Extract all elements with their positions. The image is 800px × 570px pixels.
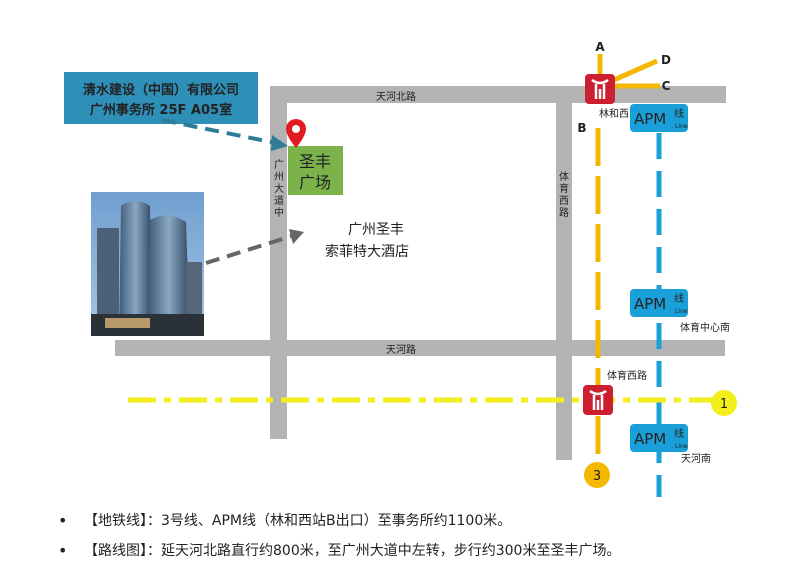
office-name: 清水建设（中国）有限公司: [83, 82, 239, 98]
svg-text:1: 1: [720, 397, 728, 412]
roads: [115, 86, 726, 460]
location-map: 清水建设（中国）有限公司 广州事务所 25F A05室 圣丰 广场: [64, 40, 737, 497]
exit-label-c: C: [662, 79, 671, 93]
station-label-tiyu-west-rd: 体育西路: [607, 369, 647, 382]
note-route: • 【路线图】：延天河北路直行约800米，至广州大道中左转，步行约300米至圣丰…: [58, 536, 788, 566]
road-tiyu-west: [556, 86, 572, 460]
station-label-tiyu-center-south: 体育中心南: [680, 321, 730, 334]
road-label-tianhe: 天河路: [386, 343, 416, 356]
road-label-tiyu-west: 体 育 西 路: [559, 171, 569, 219]
note-metro: • 【地铁线】：3号线、APM线（林和西站B出口）至事务所约1100米。: [58, 506, 788, 536]
svg-text:中: 中: [274, 206, 284, 219]
svg-text:Line: Line: [675, 308, 688, 315]
apm-badge-linhexi: APM 线 Line: [630, 104, 688, 132]
plaza-label-line1: 圣丰: [299, 152, 331, 171]
road-label-guangzhou-avenue: 广 州 大 道 中: [274, 159, 284, 219]
bullet: •: [58, 541, 68, 560]
svg-text:大: 大: [274, 182, 284, 195]
office-info-box: 清水建设（中国）有限公司 广州事务所 25F A05室: [64, 72, 258, 124]
plaza-label-line2: 广场: [299, 173, 331, 192]
exit-label-b: B: [577, 121, 586, 135]
svg-text:线: 线: [674, 107, 684, 120]
apm-badge-tiyu-center-south: APM 线 Line: [630, 289, 688, 317]
hotel-photo: [91, 192, 204, 336]
road-guangzhou-avenue: [270, 86, 287, 439]
exit-label-d: D: [661, 53, 671, 67]
svg-text:APM: APM: [634, 430, 666, 448]
svg-text:体: 体: [559, 171, 569, 183]
svg-text:道: 道: [274, 194, 284, 207]
svg-text:西: 西: [559, 196, 569, 207]
hotel-name-line2: 索菲特大酒店: [325, 243, 409, 260]
road-tianhe-north: [270, 86, 726, 103]
office-pointer-arrow: [161, 118, 288, 151]
road-tianhe: [115, 340, 725, 356]
station-label-linhexi: 林和西: [599, 107, 629, 120]
station-label-tianhe-south: 天河南: [681, 452, 711, 465]
svg-text:APM: APM: [634, 110, 666, 128]
line-1-badge: 1: [711, 390, 737, 416]
apm-badge-tianhe-south: APM 线 Line: [630, 424, 688, 452]
hotel-pointer-arrow: [205, 229, 304, 265]
directions-notes: • 【地铁线】：3号线、APM线（林和西站B出口）至事务所约1100米。 • 【…: [58, 506, 788, 566]
road-label-tianhe-north: 天河北路: [376, 90, 416, 103]
exit-label-a: A: [595, 40, 605, 54]
location-pin-icon: [286, 119, 306, 148]
metro-logo-tiyu-west-icon: [583, 385, 613, 415]
svg-text:育: 育: [559, 182, 569, 195]
svg-text:线: 线: [674, 427, 684, 440]
office-suite: 广州事务所 25F A05室: [90, 102, 232, 118]
shengfeng-plaza: 圣丰 广场: [288, 146, 343, 195]
hotel-name-line1: 广州圣丰: [348, 222, 404, 238]
note-route-text: 【路线图】：延天河北路直行约800米，至广州大道中左转，步行约300米至圣丰广场…: [84, 543, 621, 559]
svg-text:3: 3: [593, 469, 601, 484]
svg-text:路: 路: [559, 206, 569, 219]
svg-text:州: 州: [274, 171, 284, 183]
svg-text:APM: APM: [634, 295, 666, 313]
svg-text:Line: Line: [675, 443, 688, 450]
svg-text:线: 线: [674, 292, 684, 305]
line-3-badge: 3: [584, 462, 610, 488]
note-metro-text: 【地铁线】：3号线、APM线（林和西站B出口）至事务所约1100米。: [84, 513, 512, 529]
metro-logo-linhexi-icon: [585, 74, 615, 104]
bullet: •: [58, 511, 68, 530]
svg-text:Line: Line: [675, 123, 688, 130]
svg-text:广: 广: [274, 159, 284, 171]
